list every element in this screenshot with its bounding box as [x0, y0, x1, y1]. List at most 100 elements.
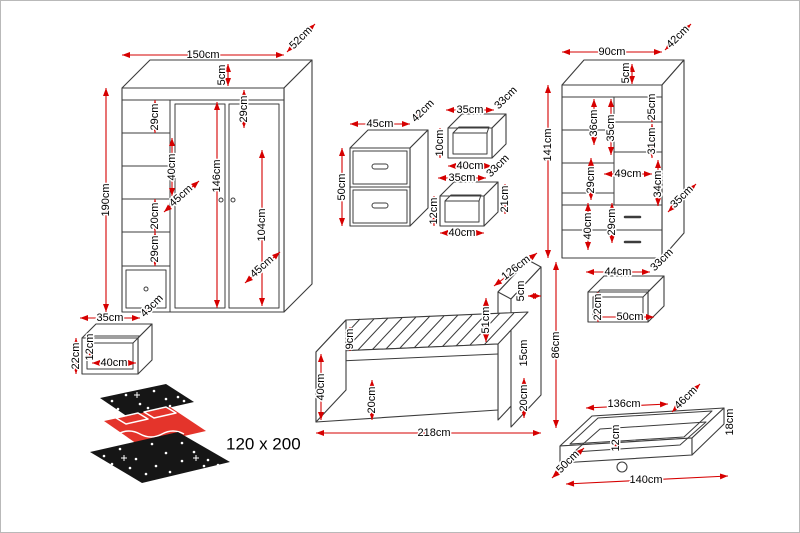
dim-label: 29cm [585, 167, 597, 194]
drawer-handle-icon [371, 202, 389, 209]
sparkle-dots [102, 389, 220, 476]
drawer-left: 35cm 43cm 12cm 40cm 22cm [69, 291, 167, 375]
sparkle-icon [121, 455, 127, 461]
dim-label: 10cm [434, 130, 446, 157]
dim-label: 12cm [428, 198, 440, 225]
wardrobe-small-dimension-lines [545, 23, 697, 258]
dim-label: 22cm [70, 343, 82, 370]
dim-label: 218cm [417, 427, 450, 439]
dim-label: 22cm [592, 294, 604, 321]
dim-label: 140cm [629, 474, 662, 486]
dim-label: 29cm [149, 104, 161, 131]
dim-label: 36cm [588, 110, 600, 137]
bed-base-icon [90, 432, 230, 483]
dim-label: 21cm [499, 186, 511, 213]
inner-bottom [573, 421, 707, 453]
dim-label: 20cm [518, 385, 530, 412]
dim-label: 35cm [457, 104, 484, 116]
bed-frame-outline [315, 259, 542, 428]
caster-wheel-icon [616, 461, 628, 473]
dim-label: 5cm [620, 63, 632, 84]
dim-label: 20cm [366, 387, 378, 414]
dim-label: 50cm [617, 311, 644, 323]
side-face [691, 407, 725, 456]
dim-label: 190cm [100, 183, 112, 216]
wall-shelf-a-outline [447, 113, 507, 159]
dim-label: 141cm [542, 128, 554, 161]
blanket-wave-icon [117, 430, 185, 438]
dim-label: 15cm [518, 340, 530, 367]
door-right [228, 103, 280, 309]
bed-size-label: 120 x 200 [226, 435, 301, 454]
dim-label: 29cm [606, 209, 618, 236]
dim-label: 12cm [84, 334, 96, 361]
sparkle-icon [134, 392, 140, 398]
dim-label: 40cm [315, 374, 327, 401]
dim-label: 29cm [149, 236, 161, 263]
dim-label: 12cm [610, 425, 622, 452]
opening [452, 132, 488, 155]
front-face [121, 87, 285, 313]
dim-label: 40cm [457, 160, 484, 172]
dim-label: 40cm [101, 357, 128, 369]
dim-label: 40cm [166, 154, 178, 181]
dim-label: 25cm [646, 94, 658, 121]
dim-label: 146cm [211, 159, 223, 192]
dim-label: 18cm [724, 409, 736, 436]
dim-label: 45cm [367, 118, 394, 130]
pillow-icon [115, 412, 149, 425]
dim-label: 150cm [186, 49, 219, 61]
dim-label: 40cm [582, 213, 594, 240]
nightstand: 45cm 42cm 50cm [335, 96, 438, 227]
dim-label: 33cm [492, 84, 520, 112]
dim-label: 40cm [449, 227, 476, 239]
dim-label: 29cm [238, 96, 250, 123]
dim-label: 90cm [599, 46, 626, 58]
dim-label: 51cm [480, 307, 492, 334]
nightstand-dimension-lines [339, 100, 434, 226]
dim-label: 50cm [336, 174, 348, 201]
nightstand-outline [349, 129, 429, 227]
drawer-handle-icon [371, 163, 389, 170]
wall-shelf-a-dimension-lines [437, 88, 516, 169]
sparkle-icon [193, 455, 199, 461]
drawer-front [352, 150, 408, 185]
drawer-front [352, 189, 408, 224]
wall-shelf-b-outline [439, 181, 499, 227]
dim-label: 34cm [652, 171, 664, 198]
dim-label: 35cm [97, 312, 124, 324]
opening [444, 200, 480, 223]
dim-label: 136cm [607, 398, 640, 410]
dim-label: 35cm [605, 115, 617, 142]
wardrobe-small: 90cm 42cm 141cm 5cm 36cm 35cm 25cm 31cm … [541, 22, 697, 259]
dim-label: 49cm [615, 168, 642, 180]
dim-label: 35cm [449, 172, 476, 184]
bed-headboard-icon [100, 384, 194, 417]
dim-label: 5cm [216, 65, 228, 86]
wardrobe-small-outline [561, 59, 685, 259]
wardrobe-large: 150cm 52cm 190cm 5cm 29cm 29cm 40cm 146c… [99, 23, 316, 313]
bed-size-icon: 120 x 200 [90, 384, 301, 483]
inner-rim [569, 410, 713, 445]
drawer-knob-icon [143, 286, 149, 292]
side-face [283, 59, 313, 313]
wall-shelf-b-dimension-lines [431, 156, 508, 236]
drawer-left-dimension-lines [73, 296, 162, 374]
bed-frame: 126cm 5cm 51cm 15cm 86cm 20cm 9cm 40cm 2… [314, 252, 564, 441]
drawer-underbed-outline [559, 407, 725, 473]
dim-label: 104cm [256, 208, 268, 241]
bed-frame-dimension-lines [316, 252, 559, 436]
dim-label: 31cm [646, 128, 658, 155]
drawer-underbed: 136cm 46cm 18cm 12cm 50cm 140cm [551, 383, 738, 488]
drawer-mid-dimension-lines [586, 250, 672, 322]
door-handle-icon [230, 197, 236, 203]
drawer-underbed-dimension-lines [551, 383, 733, 487]
dim-label: 5cm [515, 281, 527, 302]
pillow-icon [143, 406, 177, 419]
dim-label: 9cm [344, 329, 356, 350]
dim-label: 44cm [605, 266, 632, 278]
side-face [661, 59, 685, 259]
dim-label: 86cm [550, 332, 562, 359]
